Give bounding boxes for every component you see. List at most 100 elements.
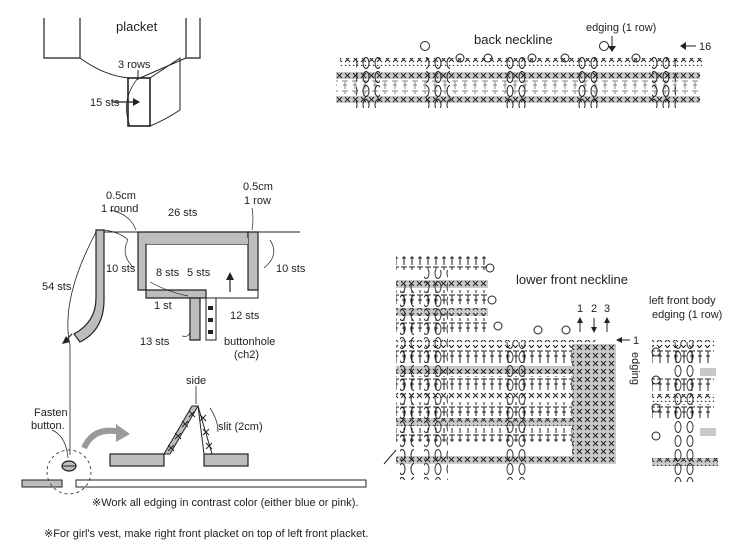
label-54-sts: 54 sts [42, 281, 72, 293]
label-8-sts: 8 sts [156, 267, 180, 279]
lfb-loop-column [672, 342, 696, 482]
row1-arrowhead [616, 337, 622, 343]
side-slit-diagram: side slit (2cm) [81, 375, 263, 467]
lf-cross-row [396, 340, 596, 348]
slit-curved-arrow [81, 427, 121, 450]
buttonhole-mark [208, 306, 213, 310]
back-neckline-chart: back neckline edging (1 row) 16 [336, 22, 711, 108]
placket-sts-label: 15 sts [90, 97, 120, 109]
back-neckline-loop-group [426, 56, 450, 108]
placket-vertical-band [189, 297, 201, 341]
col1-arrowhead [577, 317, 583, 323]
label-top-left-size: 0.5cm [106, 190, 136, 202]
left-front-body-chart: left front body edging (1 row) [649, 295, 722, 482]
label-buttonhole: buttonhole [224, 336, 275, 348]
hem-band-right [75, 479, 367, 488]
picot-mark [651, 431, 661, 441]
front-neckline-edge [103, 229, 129, 241]
lf-loop-column [400, 284, 414, 480]
lfb-gray-band [700, 428, 716, 436]
lfb-title-2: edging (1 row) [652, 309, 722, 321]
picot-mark [651, 375, 661, 385]
slit-leader [209, 407, 219, 433]
lfb-gray-band [700, 368, 716, 376]
back-neckline-edging-label: edging (1 row) [586, 22, 656, 34]
button-highlight-circle [46, 449, 92, 495]
placket-right-join [216, 290, 259, 299]
label-buttonhole-ch: (ch2) [234, 349, 259, 361]
note-edging: ※Work all edging in contrast color (eith… [92, 497, 358, 509]
lf-row-1: 1 [633, 335, 639, 347]
placket-fold-curve [126, 77, 139, 127]
back-neckline-loop-group [356, 56, 380, 108]
picot-mark [420, 41, 430, 51]
neckline-down-arrowhead [62, 336, 70, 344]
placket-shoulder-right [185, 18, 201, 59]
row16-pointer-head [680, 42, 686, 50]
slit-stitch-marks [167, 410, 213, 452]
leader-line [263, 239, 275, 269]
collar-top-band [146, 238, 248, 244]
lf-placket-crosses [572, 344, 616, 464]
start-arrow [383, 449, 397, 465]
back-neckline-loop-group [652, 56, 676, 108]
col3-arrowhead [604, 317, 610, 323]
label-12-sts: 12 sts [230, 310, 260, 322]
leader-line [181, 329, 191, 337]
picot-mark [527, 53, 537, 63]
picot-mark [483, 53, 493, 63]
lf-col-3: 3 [604, 303, 610, 315]
back-neckline-loop-group [506, 56, 530, 108]
placket-arrowhead [133, 98, 140, 106]
label-fasten-1: Fasten [34, 407, 68, 419]
picot-mark [631, 53, 641, 63]
placket-fold [149, 57, 181, 127]
lower-front-neckline-chart: lower front neckline 1 2 3 1 edging [383, 256, 641, 480]
picot-mark [560, 53, 570, 63]
back-neckline-loop-group [576, 56, 600, 108]
leader-line [251, 207, 254, 231]
picot-mark [651, 403, 661, 413]
label-10-sts-left: 10 sts [106, 263, 136, 275]
buttonhole-mark [208, 318, 213, 322]
edging-pointer-head [608, 46, 616, 52]
label-side: side [186, 375, 206, 387]
lf-row [396, 256, 488, 270]
picot-mark [561, 325, 571, 335]
front-neckline-band [73, 229, 105, 343]
leader-line [124, 239, 135, 269]
back-neckline-title: back neckline [474, 32, 553, 47]
picot-mark [493, 321, 503, 331]
label-top-right-row: 1 row [244, 195, 271, 207]
lf-cross-row [396, 418, 572, 426]
label-13-sts: 13 sts [140, 336, 170, 348]
label-1-st: 1 st [154, 300, 172, 312]
label-top-right-size: 0.5cm [243, 181, 273, 193]
picot-mark [533, 325, 543, 335]
fasten-leader [51, 429, 69, 459]
fasten-button-diagram: Fasten button. ※Work all edging in contr… [21, 407, 368, 540]
back-neckline-loops [356, 56, 676, 108]
lfb-title-1: left front body [649, 295, 716, 307]
lf-picots [485, 263, 571, 335]
col2-arrowhead [591, 327, 597, 333]
front-neckline-guide [67, 231, 97, 346]
hem-band-left [21, 479, 63, 488]
picot-mark [487, 295, 497, 305]
lf-edging-label: edging [629, 352, 641, 385]
lf-row [396, 428, 572, 442]
lf-col-1: 1 [577, 303, 583, 315]
placket-title: placket [116, 19, 158, 34]
note-girls-vest: ※For girl's vest, make right front plack… [44, 528, 368, 540]
placket-rows-label: 3 rows [118, 59, 151, 71]
leader-line [149, 281, 189, 297]
assembly-diagram: 0.5cm 1 round 0.5cm 1 row 26 sts 10 sts … [42, 181, 306, 455]
label-slit: slit (2cm) [218, 421, 263, 433]
picot-mark [485, 263, 495, 273]
label-10-sts-right: 10 sts [276, 263, 306, 275]
lower-front-title: lower front neckline [516, 272, 628, 287]
buttonhole-mark [208, 330, 213, 334]
label-5-sts: 5 sts [187, 267, 211, 279]
label-fasten-2: button. [31, 420, 65, 432]
